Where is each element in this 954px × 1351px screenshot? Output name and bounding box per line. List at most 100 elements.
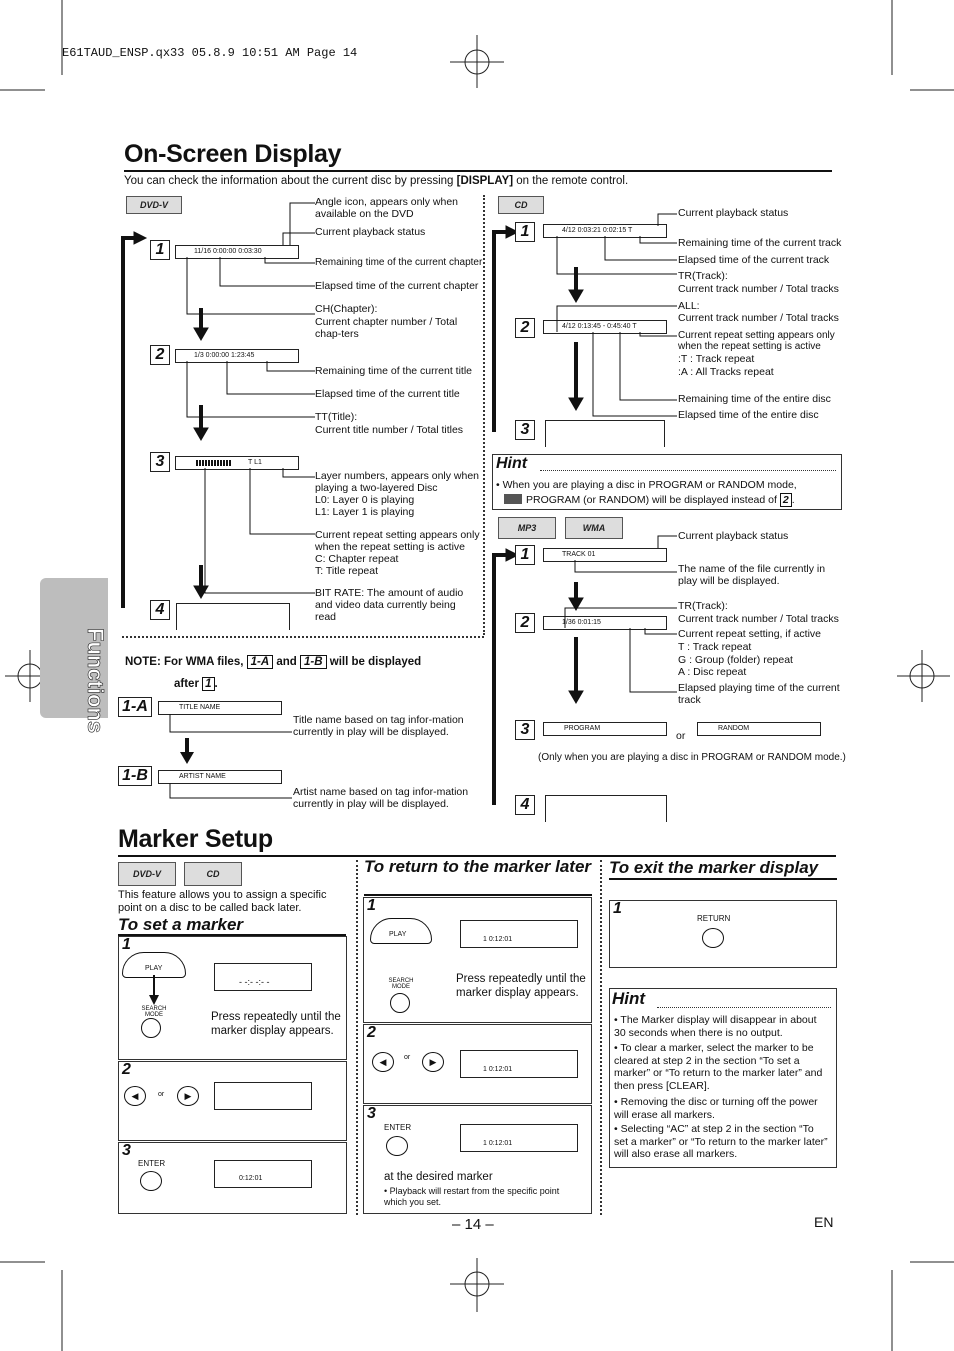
cd-el-disc: Elapsed time of the entire disc <box>678 409 819 421</box>
return-search-button[interactable] <box>390 993 410 1013</box>
exit-rule <box>609 878 837 880</box>
search-mode-button[interactable] <box>141 1018 161 1038</box>
return-restart: • Playback will restart from the specifi… <box>384 1186 560 1207</box>
cd-step-2: 2 <box>515 318 535 338</box>
marker-rule <box>118 855 836 857</box>
wma-1b-badge: 1-B <box>118 766 152 786</box>
dvd-el-title: Elapsed time of the current title <box>315 388 460 400</box>
return-search-label: SEARCH MODE <box>388 978 414 990</box>
set-step-1-num: 1 <box>122 936 131 953</box>
or-label: or <box>676 730 686 742</box>
dvd-step-4: 4 <box>150 600 170 620</box>
osd-intro: You can check the information about the … <box>124 175 629 187</box>
dvd-divider <box>122 636 484 638</box>
mp3-tr-desc: Current track number / Total tracks <box>678 613 839 625</box>
dvd-screen-1: 11/16 0:00:00 0:03:30 <box>175 245 299 259</box>
random-text: RANDOM <box>718 725 750 732</box>
wma-artist-desc: Artist name based on tag infor-mation cu… <box>293 786 469 810</box>
bitrate-bar <box>196 460 232 466</box>
return-desired: at the desired marker <box>384 1171 493 1183</box>
set-marker-display-2 <box>214 1082 312 1110</box>
set-enter-label: ENTER <box>138 1159 166 1168</box>
marker-title: Marker Setup <box>118 825 273 853</box>
marker-divider-2 <box>600 860 602 1215</box>
cd-status: Current playback status <box>678 207 789 219</box>
cd-arrows <box>492 225 584 432</box>
set-marker-title: To set a marker <box>118 915 244 934</box>
dvd-bitrate-label: BIT RATE: The amount of audio and video … <box>315 587 464 623</box>
return-title: To return to the marker later <box>364 857 592 876</box>
dvd-leaders <box>186 202 315 594</box>
return-step-1-box <box>363 897 592 1023</box>
marker-cd-logo: CD <box>184 862 242 886</box>
return-step-3-num: 3 <box>367 1105 376 1122</box>
cd-rem-track: Remaining time of the current track <box>678 237 842 249</box>
return-or: or <box>404 1054 411 1061</box>
cd-screen-2-text: 4/12 0:13:45 - 0:45:40 T <box>562 323 637 330</box>
return-right-button[interactable]: ▶ <box>422 1052 444 1072</box>
mp3-program-screen: PROGRAM <box>543 722 667 736</box>
hint-title: Hint <box>496 455 528 472</box>
mp3-step-3: 3 <box>515 720 535 740</box>
dvd-screen-2: 1/3 0:00:00 1:23:45 <box>175 349 299 363</box>
return-play-button[interactable]: PLAY <box>370 918 432 944</box>
return-step-2-box <box>363 1024 592 1104</box>
mp3-random-screen: RANDOM <box>697 722 821 736</box>
wma-arrows <box>169 714 292 799</box>
set-step-2-num: 2 <box>122 1061 131 1078</box>
cd-step-1: 1 <box>515 222 535 242</box>
wma-logo: WMA <box>565 517 623 539</box>
left-button[interactable]: ◀ <box>124 1086 146 1106</box>
hint-line-1: • When you are playing a disc in PROGRAM… <box>496 479 797 491</box>
language-code: EN <box>814 1214 834 1230</box>
return-left-button[interactable]: ◀ <box>372 1052 394 1072</box>
note-after: after 1. <box>174 677 218 691</box>
return-display-3: 1 0:12:01 <box>460 1124 578 1152</box>
cd-rep-t: :T : Track repeat <box>678 353 755 365</box>
cd-leaders <box>556 213 677 417</box>
marker-dvd-logo: DVD-V <box>118 862 176 886</box>
mp3-screen-2: 1/36 0:01:15 <box>543 616 667 630</box>
mp3-rep-g: G : Group (folder) repeat <box>678 654 793 666</box>
mp3-screen-1: TRACK 01 <box>543 548 667 562</box>
dvd-rem-title: Remaining time of the current title <box>315 365 472 377</box>
marker-hint-box <box>609 988 837 1168</box>
return-display-1: 1 0:12:01 <box>460 920 578 948</box>
cd-screen-1-text: 4/12 0:03:21 0:02:15 T <box>562 227 633 234</box>
return-step-1-num: 1 <box>367 897 376 914</box>
return-enter-button[interactable] <box>386 1136 408 1156</box>
mp3-step-1: 1 <box>515 545 535 565</box>
hint-rule <box>540 470 836 471</box>
enter-button[interactable] <box>140 1171 162 1191</box>
cd-logo: CD <box>498 196 544 214</box>
exit-step-box <box>609 900 837 968</box>
return-enter-label: ENTER <box>384 1123 412 1132</box>
cd-screen-3 <box>545 420 665 447</box>
set-step-3-box <box>118 1142 347 1214</box>
wma-title-desc: Title name based on tag infor-mation cur… <box>293 714 464 738</box>
dvd-ch-label: CH(Chapter): <box>315 303 378 315</box>
file-header: E61TAUD_ENSP.qx33 05.8.9 10:51 AM Page 1… <box>62 46 358 60</box>
dvd-screen-3-text: T L1 <box>248 459 262 466</box>
dvd-repeat-label: Current repeat setting appears only when… <box>315 529 480 577</box>
column-divider <box>483 195 485 635</box>
mp3-only: (Only when you are playing a disc in PRO… <box>538 752 846 763</box>
set-step-1-box <box>118 936 347 1060</box>
return-button[interactable] <box>702 928 724 948</box>
mp3-leaders <box>564 535 677 693</box>
return-press-text: Press repeatedly until the marker displa… <box>456 973 586 999</box>
dvd-status-label: Current playback status <box>315 226 426 238</box>
mp3-repeat: Current repeat setting, if active <box>678 628 821 640</box>
cd-tr-label: TR(Track): <box>678 270 728 282</box>
set-step-arrow <box>149 975 159 1005</box>
hint-box <box>492 454 842 510</box>
right-button[interactable]: ▶ <box>177 1086 199 1106</box>
marker-hint-rule <box>657 1007 831 1008</box>
wma-title-text: TITLE NAME <box>179 704 221 711</box>
marker-hint-3: • Removing the disc or turning off the p… <box>614 1096 818 1121</box>
set-or: or <box>158 1091 165 1098</box>
mp3-screen-4 <box>545 795 667 822</box>
return-step-3-box <box>363 1105 592 1214</box>
cd-rem-disc: Remaining time of the entire disc <box>678 393 831 405</box>
